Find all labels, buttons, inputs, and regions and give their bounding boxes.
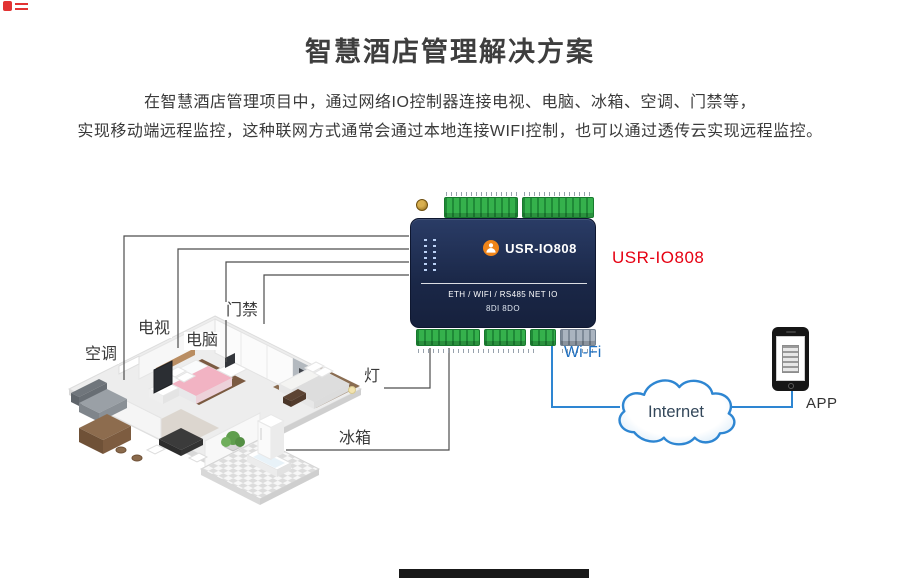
antenna-connector <box>416 199 428 211</box>
label-door: 门禁 <box>224 302 261 320</box>
device-body: USR-IO808 ETH / WIFI / RS485 NET IO 8DI … <box>410 218 596 328</box>
device-io-text: 8DI 8DO <box>486 304 520 313</box>
usr-io808-device: USR-IO808 ETH / WIFI / RS485 NET IO 8DI … <box>408 192 600 356</box>
terminal-numbers <box>418 349 538 353</box>
terminal-numbers <box>524 192 594 196</box>
led-indicators <box>424 239 427 273</box>
cabinet-brown <box>79 414 143 462</box>
partial-logo-fragment <box>3 1 31 15</box>
phone-screen <box>776 336 805 381</box>
device-brand: USR-IO808 <box>467 239 593 257</box>
device-divider <box>421 283 587 284</box>
internet-label: Internet <box>648 403 704 421</box>
wall-lamp <box>348 386 356 394</box>
device-bottom-terminals <box>484 329 526 346</box>
phone-app-content <box>782 345 799 373</box>
device-power-terminal <box>560 329 596 346</box>
page-title: 智慧酒店管理解决方案 <box>305 37 595 67</box>
device-top-terminals <box>522 197 594 218</box>
device-top-terminals <box>444 197 518 218</box>
smartphone <box>772 327 809 391</box>
device-model-text: USR-IO808 <box>505 240 577 256</box>
usr-logo-icon <box>483 240 500 256</box>
device-callout-label: USR-IO808 <box>612 248 705 267</box>
device-interface-text: ETH / WIFI / RS485 NET IO <box>448 290 558 299</box>
label-computer: 电脑 <box>184 332 221 350</box>
fridge <box>256 413 286 461</box>
led-indicators <box>433 239 436 273</box>
label-lamp: 灯 <box>362 368 383 386</box>
label-tv: 电视 <box>136 320 173 338</box>
app-label: APP <box>806 395 838 412</box>
device-bottom-terminals <box>416 329 480 346</box>
footer-bar <box>399 569 589 578</box>
plant <box>221 431 245 452</box>
dining-table <box>145 428 209 463</box>
sofa <box>71 379 127 422</box>
phone-home-button <box>787 383 794 389</box>
wifi-label: Wi-Fi <box>564 344 602 361</box>
device-bottom-terminals <box>530 329 556 346</box>
label-aircon: 空调 <box>83 346 120 364</box>
terminal-numbers <box>446 192 518 196</box>
phone-speaker <box>785 331 796 333</box>
description-line-2: 实现移动端远程监控，这种联网方式通常会通过本地连接WIFI控制，也可以通过透传云… <box>77 123 823 140</box>
internet-cloud: Internet <box>618 379 736 446</box>
description-line-1: 在智慧酒店管理项目中，通过网络IO控制器连接电视、电脑、冰箱、空调、门禁等， <box>144 94 756 111</box>
label-fridge: 冰箱 <box>337 430 374 448</box>
